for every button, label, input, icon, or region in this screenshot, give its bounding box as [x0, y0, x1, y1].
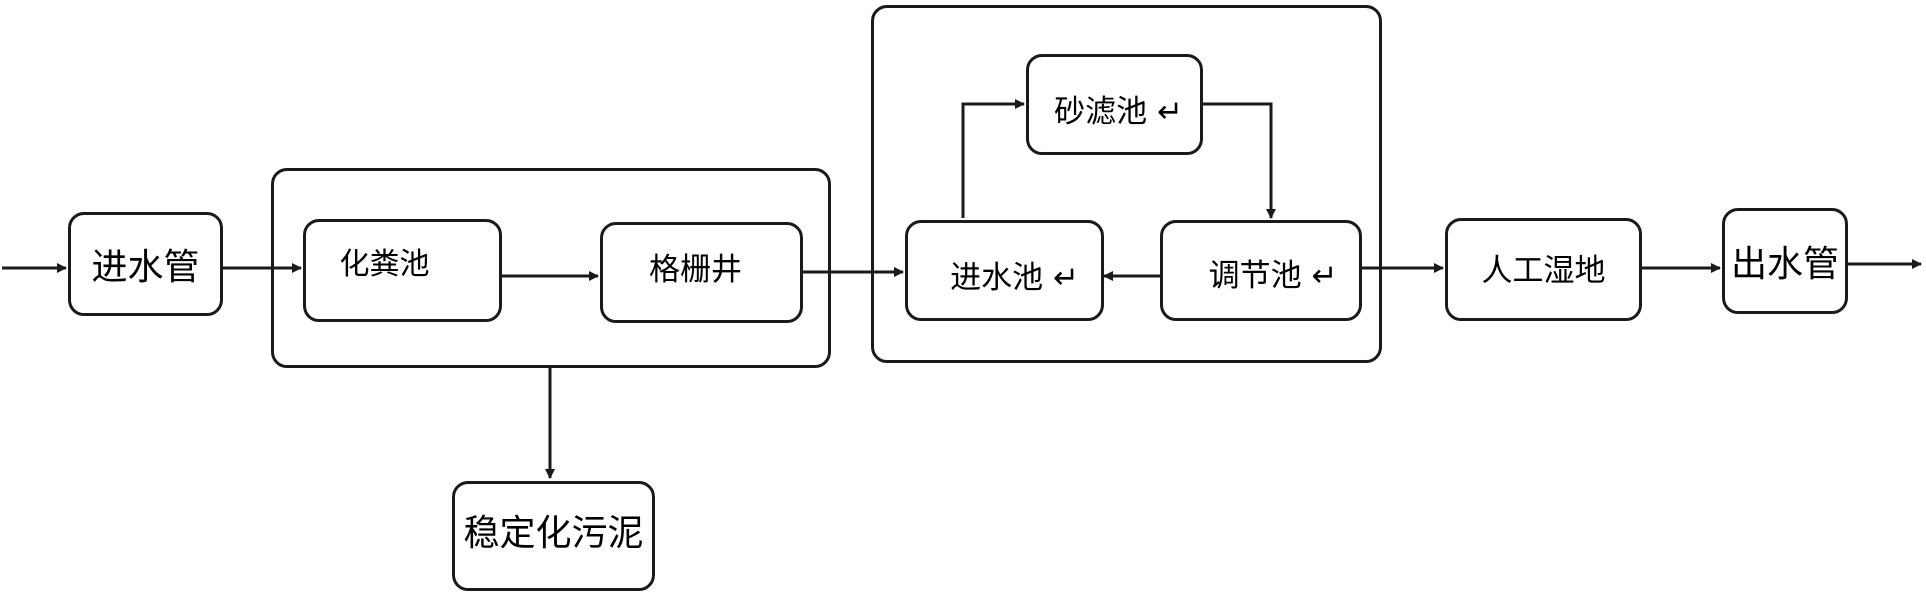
arrow-inlet-tank-to-sand-filter	[961, 99, 1025, 218]
constructed-wetland-label: 人工湿地	[1481, 253, 1606, 289]
regulating-tank-node: 调节池 ↵	[1160, 220, 1362, 321]
inlet-tank-label: 进水池 ↵	[950, 260, 1079, 296]
grid-well-node: 格栅井	[600, 222, 803, 323]
regulating-tank-label: 调节池 ↵	[1208, 258, 1338, 294]
filtration-group	[871, 5, 1382, 363]
septic-tank-node: 化粪池	[303, 219, 502, 322]
constructed-wetland-node: 人工湿地	[1445, 218, 1642, 321]
outlet-pipe-node: 出水管	[1722, 208, 1848, 314]
inlet-tank-node: 进水池 ↵	[905, 220, 1104, 321]
grid-well-label: 格栅井	[649, 252, 742, 288]
inlet-pipe-label: 进水管	[91, 247, 200, 288]
sand-filter-node: 砂滤池 ↵	[1026, 54, 1203, 155]
outlet-pipe-label: 出水管	[1730, 244, 1839, 285]
inlet-pipe-node: 进水管	[68, 212, 223, 316]
stabilized-sludge-node: 稳定化污泥	[452, 481, 655, 591]
septic-tank-label: 化粪池	[339, 246, 430, 282]
sand-filter-label: 砂滤池 ↵	[1054, 94, 1183, 130]
stabilized-sludge-label: 稳定化污泥	[463, 513, 644, 554]
arrow-sand-filter-to-regulating-tank	[1203, 102, 1276, 219]
